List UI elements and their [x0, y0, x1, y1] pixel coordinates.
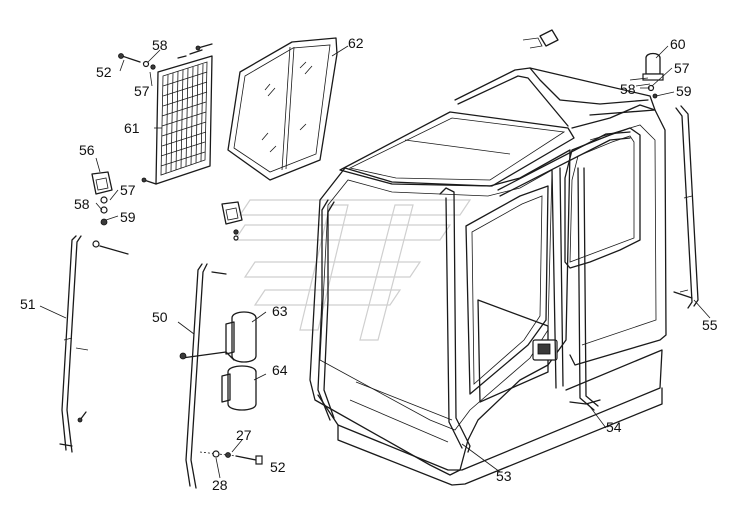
mirror-arm-50 [179, 263, 235, 489]
fastener-set-27 [199, 450, 263, 465]
label-60: 60 [670, 36, 686, 52]
label-57: 57 [134, 83, 150, 99]
label-61: 61 [124, 120, 140, 136]
mirror-64 [221, 365, 257, 411]
label-50: 50 [152, 309, 168, 325]
grab-rod-51 [59, 235, 89, 453]
label-58-lamp: 58 [620, 81, 636, 97]
label-52: 52 [96, 64, 112, 80]
callout-labels: 52 58 57 61 62 56 57 58 59 51 50 63 64 2… [20, 35, 718, 493]
label-52-fastener: 52 [270, 459, 286, 475]
label-63: 63 [272, 303, 288, 319]
label-59: 59 [120, 209, 136, 225]
label-58-bracket: 58 [74, 196, 90, 212]
mirror-bracket-56 [91, 171, 129, 255]
label-27: 27 [236, 427, 252, 443]
mesh-guard-61 [118, 43, 213, 185]
label-62: 62 [348, 35, 364, 51]
leader-lines [39, 45, 711, 479]
label-59-lamp: 59 [676, 83, 692, 99]
mirror-bracket-small [221, 201, 243, 241]
beacon-lamp-60 [629, 52, 664, 99]
mirror-63 [225, 311, 257, 363]
label-64: 64 [272, 362, 288, 378]
label-56: 56 [79, 142, 95, 158]
label-54: 54 [606, 419, 622, 435]
label-55: 55 [702, 317, 718, 333]
label-57-bracket: 57 [120, 182, 136, 198]
window-frame-62 [227, 37, 338, 181]
label-57-lamp: 57 [674, 60, 690, 76]
watermark-logo [233, 199, 472, 341]
grab-rod-55 [673, 105, 699, 309]
label-51: 51 [20, 296, 36, 312]
label-58: 58 [152, 37, 168, 53]
label-53: 53 [496, 468, 512, 484]
label-28: 28 [212, 477, 228, 493]
cab-body [309, 29, 667, 486]
